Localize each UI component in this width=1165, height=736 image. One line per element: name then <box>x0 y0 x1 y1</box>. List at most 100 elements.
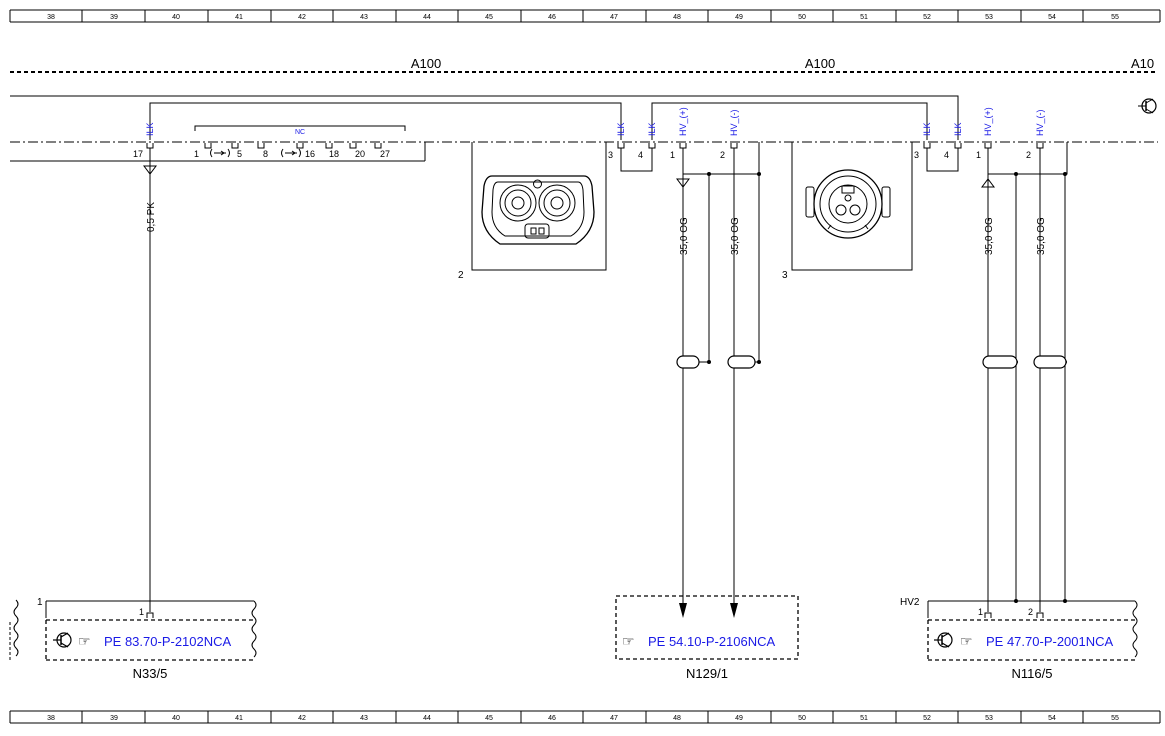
pin-number: 2 <box>1026 150 1031 160</box>
ruler-cell: 52 <box>923 14 931 21</box>
signal-label-ilk: ILK <box>145 122 155 136</box>
reference-link[interactable]: PE 47.70-P-2001NCA <box>986 634 1114 649</box>
wire-label: 0,5 PK <box>146 202 157 232</box>
nc-label: NC <box>295 129 305 136</box>
a100-label: A10 <box>1131 56 1154 71</box>
ruler-cell: 48 <box>673 14 681 21</box>
ruler-cell: 40 <box>172 715 180 722</box>
pin-number: 1 <box>194 149 199 159</box>
pin-number: 5 <box>237 149 242 159</box>
pointing-hand-icon: ☞ <box>960 633 973 649</box>
pin-number: 4 <box>638 150 643 160</box>
left-connector: ILK NC 17 1 5 8 16 18 20 27 <box>10 122 426 162</box>
component-name: N33/5 <box>133 666 168 681</box>
wire-label: 35,0 OG <box>730 217 741 255</box>
ruler-cell: 54 <box>1048 715 1056 722</box>
component-name: N116/5 <box>1012 666 1053 681</box>
connector-id: HV2 <box>900 597 920 608</box>
ilk-loop-wires <box>10 95 959 140</box>
component-n129-1: ☞ PE 54.10-P-2106NCA N129/1 <box>615 595 799 681</box>
bridge-icon <box>210 148 230 158</box>
ruler-cell: 41 <box>235 14 243 21</box>
ruler-cell: 46 <box>548 715 556 722</box>
connector-2: ILK ILK HV_(+) HV_(-) 3 4 1 2 2 <box>458 107 739 281</box>
shield-sleeve-icon <box>676 355 1067 369</box>
component-name: N129/1 <box>686 666 728 681</box>
connector-id: 1 <box>37 597 43 608</box>
signal-label-ilk: ILK <box>953 122 963 136</box>
ruler-cell: 40 <box>172 14 180 21</box>
pin-number: 3 <box>608 150 613 160</box>
transistor-icon <box>53 632 72 648</box>
component-n33-5: 1 1 ☞ PE 83.70-P-2102NCA N33/5 <box>9 597 257 681</box>
direction-arrow-icon <box>981 178 995 188</box>
pin-number: 2 <box>720 150 725 160</box>
ruler-cell: 47 <box>610 715 618 722</box>
pin-number: 16 <box>305 149 315 159</box>
a100-label: A100 <box>805 56 835 71</box>
pin-number: 3 <box>914 150 919 160</box>
top-ruler: 38 39 40 41 42 43 44 45 46 47 48 49 50 5… <box>9 9 1161 23</box>
ruler-cell: 51 <box>860 14 868 21</box>
signal-label-ilk: ILK <box>922 122 932 136</box>
pin-number: 17 <box>133 149 143 159</box>
pointing-hand-icon: ☞ <box>78 633 91 649</box>
signal-label-ilk: ILK <box>616 122 626 136</box>
ruler-cell: 49 <box>735 14 743 21</box>
ruler-cell: 38 <box>47 715 55 722</box>
wire-label: 35,0 OG <box>1036 217 1047 255</box>
a100-label: A100 <box>411 56 441 71</box>
arrow-head-icon <box>730 603 738 618</box>
ruler-cell: 48 <box>673 715 681 722</box>
ruler-cell: 38 <box>47 14 55 21</box>
arrow-head-icon <box>679 603 687 618</box>
wire-label: 35,0 OG <box>984 217 995 255</box>
ruler-cell: 52 <box>923 715 931 722</box>
hv-connector-icon <box>805 169 891 239</box>
ruler-cell: 44 <box>423 715 431 722</box>
wire-pk: 0,5 PK <box>143 148 157 612</box>
ruler-cell: 55 <box>1111 14 1119 21</box>
ruler-cell: 47 <box>610 14 618 21</box>
ruler-cell: 43 <box>360 14 368 21</box>
bottom-ruler: 38 39 40 41 42 43 44 45 46 47 48 49 50 5… <box>9 710 1161 724</box>
signal-label-hv-plus: HV_(+) <box>983 107 993 136</box>
bridge-icon <box>281 148 301 158</box>
pointing-hand-icon: ☞ <box>622 633 635 649</box>
pin-number: 20 <box>355 149 365 159</box>
connector-id: 3 <box>782 270 788 281</box>
signal-label-hv-minus: HV_(-) <box>729 109 739 136</box>
ruler-cell: 45 <box>485 715 493 722</box>
reference-link[interactable]: PE 83.70-P-2102NCA <box>104 634 232 649</box>
transistor-icon <box>934 632 953 648</box>
ruler-cell: 53 <box>985 715 993 722</box>
transistor-icon <box>1138 98 1157 114</box>
ruler-cell: 50 <box>798 14 806 21</box>
wire-junctions <box>707 172 1067 603</box>
ruler-cell: 50 <box>798 715 806 722</box>
pin-number: 1 <box>978 607 983 617</box>
ruler-cell: 39 <box>110 14 118 21</box>
connector-3: ILK ILK HV_(+) HV_(-) 3 4 1 2 3 <box>782 107 1045 281</box>
pin-number: 1 <box>976 150 981 160</box>
signal-label-hv-minus: HV_(-) <box>1035 109 1045 136</box>
direction-arrow-icon <box>676 178 690 188</box>
ruler-cell: 44 <box>423 14 431 21</box>
signal-label-hv-plus: HV_(+) <box>678 107 688 136</box>
ruler-cell: 42 <box>298 715 306 722</box>
wire-label: 35,0 OG <box>679 217 690 255</box>
ruler-cell: 42 <box>298 14 306 21</box>
component-n116-5: HV2 1 2 ☞ PE 47.70-P-2001NCA N116/5 <box>900 597 1138 681</box>
pin-number: 18 <box>329 149 339 159</box>
ruler-cell: 46 <box>548 14 556 21</box>
ruler-cell: 41 <box>235 715 243 722</box>
pin-number: 1 <box>139 607 144 617</box>
connector-id: 2 <box>458 270 464 281</box>
reference-link[interactable]: PE 54.10-P-2106NCA <box>648 634 776 649</box>
hv-connector-icon <box>481 175 595 245</box>
pin-number: 2 <box>1028 607 1033 617</box>
ruler-cell: 43 <box>360 715 368 722</box>
ruler-cell: 53 <box>985 14 993 21</box>
ruler-cell: 55 <box>1111 715 1119 722</box>
